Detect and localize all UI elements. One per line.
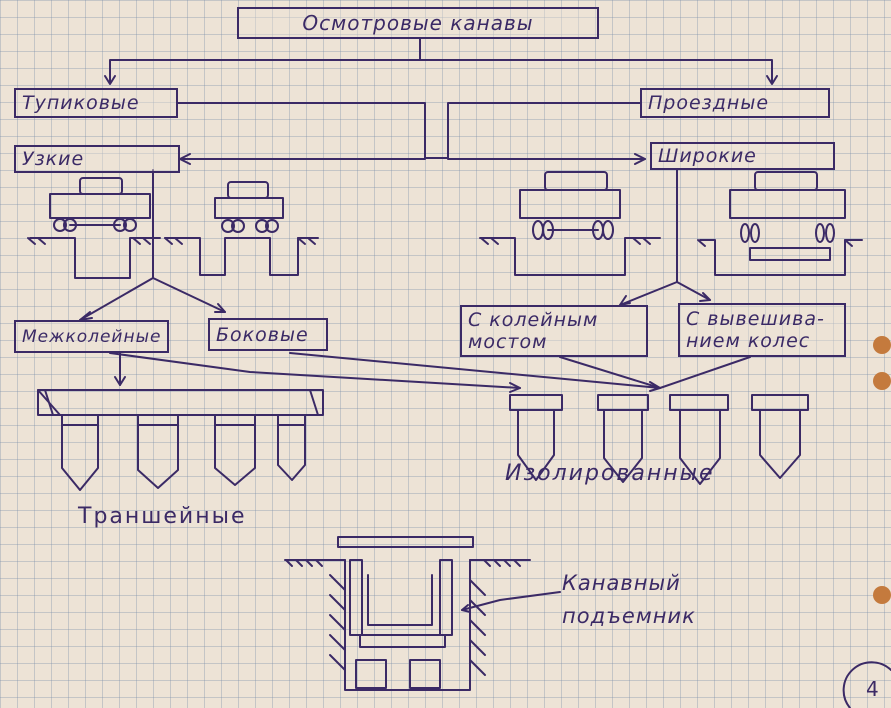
narrow-box: Узкие	[14, 145, 180, 173]
hanging-box: С вывешива- нием колес	[678, 303, 846, 357]
binder-hole-1	[873, 336, 891, 354]
title-box: Осмотровые канавы	[237, 7, 599, 39]
wide-pit-car-2	[697, 171, 863, 276]
dead-end-label: Тупиковые	[22, 92, 140, 114]
hanging-label-line1: С вывешива-	[686, 308, 825, 330]
pit-lift-label-line2: подъемник	[562, 604, 696, 628]
binder-hole-3	[873, 586, 891, 604]
pit-lift-drawing	[284, 536, 561, 691]
cross-arrows	[109, 352, 751, 393]
page-number-circle	[842, 661, 891, 708]
narrow-split-arrows	[79, 169, 226, 321]
drive-through-label: Проездные	[648, 92, 770, 114]
wide-box: Широкие	[650, 142, 835, 170]
dead-end-box: Тупиковые	[14, 88, 178, 118]
inter-track-label: Межколейные	[22, 326, 162, 347]
wide-pit-car-1	[479, 171, 661, 276]
bridge-label-line1: С колейным	[468, 309, 599, 331]
side-box: Боковые	[208, 318, 328, 351]
narrow-label: Узкие	[22, 148, 85, 170]
wide-label: Широкие	[658, 145, 757, 167]
title-label: Осмотровые канавы	[302, 11, 534, 35]
branch-connectors	[177, 102, 646, 165]
bridge-label-line2: мостом	[468, 331, 548, 353]
inter-track-box: Межколейные	[14, 320, 169, 353]
trench-pits	[37, 389, 324, 491]
narrow-pit-car-2	[164, 181, 319, 276]
drive-through-box: Проездные	[640, 88, 830, 118]
trench-label: Траншейные	[78, 504, 247, 529]
narrow-pit-car-1	[27, 177, 161, 279]
side-label: Боковые	[216, 323, 309, 346]
title-connectors	[104, 37, 778, 85]
hanging-label-line2: нием колес	[686, 330, 811, 352]
page-number: 4	[866, 677, 880, 701]
isolated-pits	[509, 394, 809, 485]
isolated-label: Изолированные	[505, 461, 715, 486]
pit-lift-label-line1: Канавный	[562, 571, 681, 595]
bridge-box: С колейным мостом	[460, 305, 648, 357]
binder-hole-2	[873, 372, 891, 390]
